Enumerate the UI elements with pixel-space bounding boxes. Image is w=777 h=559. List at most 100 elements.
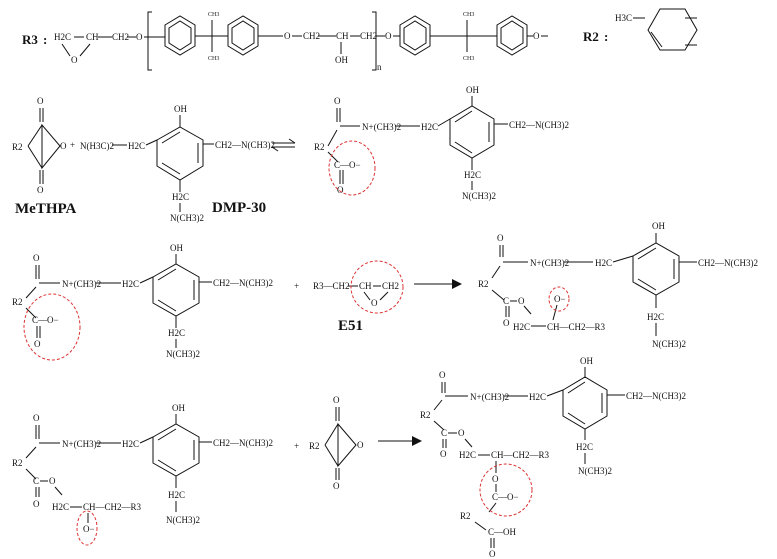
- e51-o: O: [371, 298, 378, 308]
- p3-h2c: H2C: [529, 392, 546, 402]
- p3-highlight: [479, 463, 533, 517]
- a3-h2c: H2C: [122, 439, 139, 449]
- e51-ch: CH: [359, 281, 372, 291]
- zw2-h2c-bot: H2C: [168, 328, 185, 338]
- m2-o-ring: O: [357, 440, 364, 450]
- zw1-ch2n: CH2—N(CH3)2: [509, 120, 569, 130]
- e51-name: E51: [338, 318, 363, 334]
- p3-ch-chain: CH—CH2—R3: [491, 450, 550, 460]
- zw2-highlight: [23, 293, 81, 361]
- a3-o-top: O: [33, 413, 40, 423]
- p2-o-ester: O: [518, 296, 525, 306]
- p3-c-o-minus: C—O−: [492, 492, 519, 502]
- p2-ch2n: CH2—N(CH3)2: [698, 258, 758, 268]
- e51-ch2: CH2: [382, 281, 399, 291]
- reaction-arrow-1: [414, 279, 462, 289]
- methpa-molecule-2: O R2 O O: [309, 395, 364, 491]
- r3-colon: :: [43, 32, 47, 47]
- p2-highlight: [548, 286, 570, 312]
- a3-c: C: [33, 476, 39, 486]
- r3-label: R3: [22, 32, 38, 47]
- a3-n-plus: N+(CH3)2: [62, 439, 101, 449]
- p3-o-carbonyl: O: [440, 449, 447, 459]
- r3-ch-2: CH: [336, 31, 349, 41]
- r2-label: R2: [583, 29, 599, 44]
- p2-h2c: H2C: [595, 258, 612, 268]
- p2-n-bot: N(CH3)2: [652, 339, 686, 349]
- p3-n-plus: N+(CH3)2: [470, 392, 509, 402]
- a3-n-bot: N(CH3)2: [166, 515, 200, 525]
- a3-r2: R2: [12, 458, 23, 468]
- zw1-o-top: O: [334, 96, 341, 106]
- a3-highlight: [76, 510, 98, 546]
- a3-o-ester: O: [49, 476, 56, 486]
- p3-c-oh: C—OH: [488, 527, 517, 537]
- ester-product: O N+(CH3)2 H2C OH CH2—N(CH3)2 H2C N(CH3)…: [420, 356, 686, 559]
- p2-n-plus: N+(CH3)2: [530, 258, 569, 268]
- p3-c: C: [441, 428, 447, 438]
- zw1-n-bot: N(CH3)2: [462, 191, 496, 201]
- a3-h2c-chain: H2C: [52, 502, 69, 512]
- zw1-h2c-bot: H2C: [464, 170, 481, 180]
- a3-h2c-bot: H2C: [168, 490, 185, 500]
- methpa-o-top: O: [37, 96, 44, 106]
- zw2-oh: OH: [170, 243, 183, 253]
- zw2-o-bot: O: [34, 339, 41, 349]
- e51-highlight: [350, 260, 404, 314]
- zw1-c-o-minus: C—O−: [334, 160, 361, 170]
- m2-r2: R2: [309, 441, 320, 451]
- r3-o4: O: [533, 31, 540, 41]
- reaction-arrow-2: [378, 436, 422, 446]
- r3-h2c: H2C: [54, 32, 71, 42]
- zw2-c-o-minus: C—O−: [32, 315, 59, 325]
- p2-oh: OH: [652, 221, 665, 231]
- p2-c: C: [503, 296, 509, 306]
- r3-oh-1: OH: [335, 55, 348, 65]
- plus-sign-2: +: [294, 281, 299, 291]
- dmp30-name: DMP-30: [212, 200, 266, 216]
- zw1-h2c: H2C: [421, 122, 438, 132]
- methpa-o-bot: O: [37, 185, 44, 195]
- a3-ch-chain: CH—CH2—R3: [83, 502, 142, 512]
- zw2-r2: R2: [12, 297, 23, 307]
- zw2-o-top: O: [33, 253, 40, 263]
- p3-o-link: O: [492, 474, 499, 484]
- p2-h2c-bot: H2C: [647, 312, 664, 322]
- equilibrium-arrow: [271, 138, 296, 152]
- p3-o-ester: O: [458, 428, 465, 438]
- a3-ch2n: CH2—N(CH3)2: [213, 438, 273, 448]
- r3-o1: O: [136, 32, 143, 42]
- a3-o-carbonyl: O: [33, 499, 40, 509]
- p3-ch2n: CH2—N(CH3)2: [626, 391, 686, 401]
- p3-n-bot: N(CH3)2: [578, 466, 612, 476]
- p3-r2: R2: [420, 410, 431, 420]
- r3-ch3-bot-1: CH3: [208, 56, 219, 62]
- r2-h3c: H3C: [615, 13, 632, 23]
- dmp30-n-left: N(H3C)2: [80, 141, 114, 151]
- zw1-highlight: [328, 140, 376, 196]
- dmp30-molecule: N(H3C)2 H2C OH CH2—N(CH3)2 H2C N(CH3)2 D…: [80, 104, 275, 223]
- methpa-o-ring: O: [60, 141, 67, 151]
- dmp30-oh: OH: [174, 104, 187, 114]
- dmp30-h2c: H2C: [128, 141, 145, 151]
- r3-ch2-3: CH2: [360, 31, 377, 41]
- plus-sign-3: +: [294, 441, 299, 451]
- p3-o-top: O: [439, 370, 446, 380]
- r2-colon: :: [604, 29, 608, 44]
- e51-molecule: R3—CH2 CH CH2 O E51: [313, 260, 404, 334]
- m2-o-top: O: [333, 395, 340, 405]
- r3-o3: O: [385, 31, 392, 41]
- r3-ch2-o: CH2: [112, 32, 129, 42]
- dmp30-n-bot: N(CH3)2: [170, 213, 204, 223]
- r3-definition: R3 : H2C CH O CH2 O CH3 CH3 O CH2 CH: [22, 11, 548, 72]
- alkoxide-product: O N+(CH3)2 H2C OH CH2—N(CH3)2 H2C N(CH3)…: [478, 221, 758, 349]
- zw1-r2: R2: [314, 142, 325, 152]
- r3-ch3-top-1: CH3: [208, 12, 219, 18]
- p2-h2c-chain: H2C: [513, 322, 530, 332]
- methpa-name: MeTHPA: [15, 201, 77, 217]
- zw1-n-plus: N+(CH3)2: [362, 122, 401, 132]
- p3-o-final: O: [489, 549, 496, 559]
- p3-h2c-chain: H2C: [459, 450, 476, 460]
- zw2-n-plus: N+(CH3)2: [62, 279, 101, 289]
